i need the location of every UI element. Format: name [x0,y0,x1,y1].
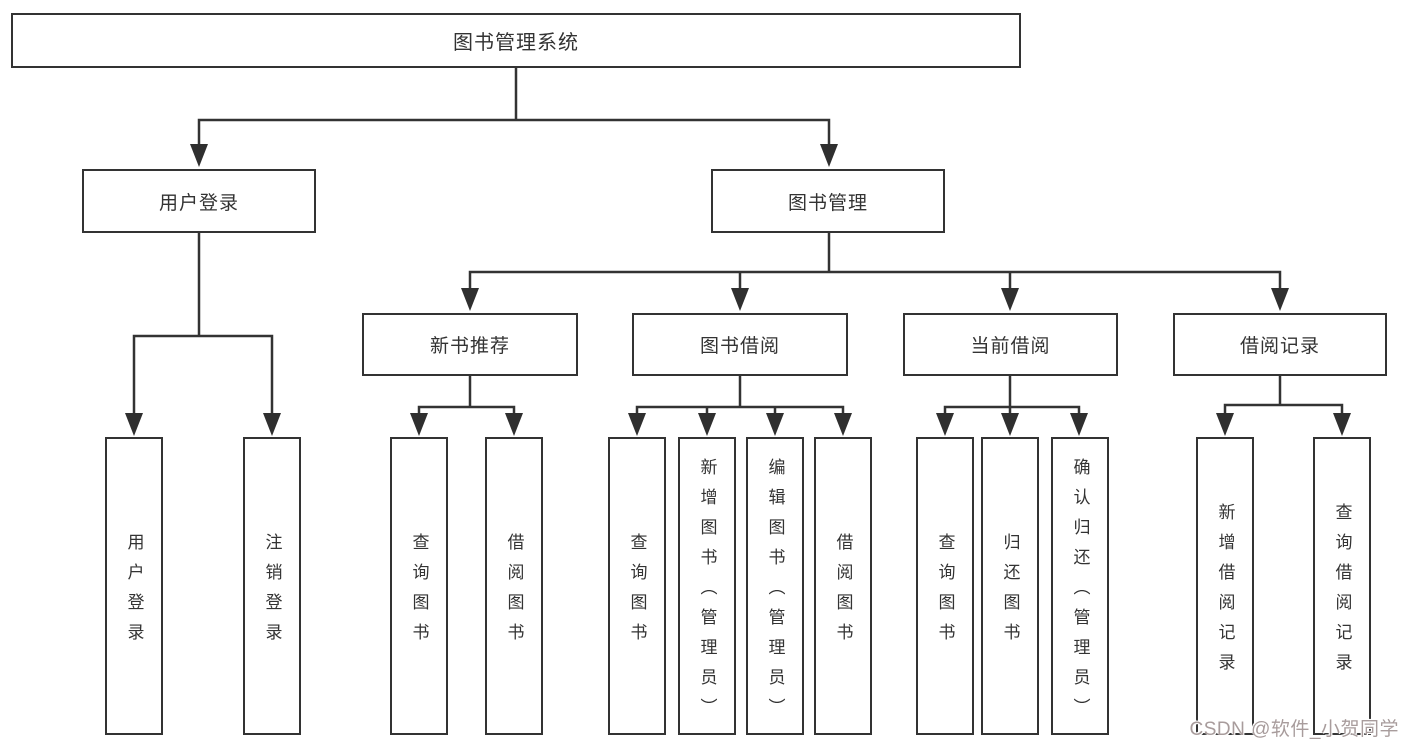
node-label: 用户登录 [158,192,239,214]
arrowheads [125,144,1351,436]
leaf-borrow-books-newrec: 借阅图书 [485,437,543,735]
arrowhead [125,413,143,436]
node-label: 查询借阅记录 [1332,502,1352,683]
arrowhead [628,413,646,436]
leaf-return-books: 归还图书 [981,437,1039,735]
arrowhead [1001,413,1019,436]
arrowhead [1001,288,1019,311]
node-label: 查询图书 [935,532,955,653]
arrowhead [1333,413,1351,436]
leaf-query-books-newrec: 查询图书 [390,437,448,735]
leaf-edit-books-admin: 编辑图书（管理员） [746,437,804,735]
arrowhead [698,413,716,436]
node-book-management: 图书管理 [711,169,945,233]
node-label: 确认归还（管理员） [1070,457,1090,728]
arrowhead [263,413,281,436]
node-label: 借阅图书 [504,532,524,653]
arrowhead [936,413,954,436]
arrowhead [190,144,208,167]
arrowhead [1271,288,1289,311]
arrowhead [766,413,784,436]
leaf-query-books-borrow: 查询图书 [608,437,666,735]
csdn-watermark: CSDN @软件_小贺同学 [1189,719,1399,740]
arrowhead [461,288,479,311]
node-label: 查询图书 [627,532,647,653]
node-label: 当前借阅 [970,336,1051,357]
node-label: 图书管理系统 [453,32,579,54]
leaf-add-books-admin: 新增图书（管理员） [678,437,736,735]
arrowhead [731,288,749,311]
arrowhead [410,413,428,436]
node-label: 图书借阅 [699,336,780,357]
arrowhead [820,144,838,167]
node-label: 查询图书 [409,532,429,653]
node-label: 注销登录 [262,532,282,653]
leaf-user-login: 用户登录 [105,437,163,735]
leaf-query-books-current: 查询图书 [916,437,974,735]
node-library-management-system: 图书管理系统 [11,13,1021,68]
node-label: 编辑图书（管理员） [765,457,785,728]
node-book-borrowing: 图书借阅 [632,313,848,376]
node-label: 借阅图书 [833,532,853,653]
arrowhead [834,413,852,436]
node-label: 新书推荐 [429,336,510,357]
node-user-login: 用户登录 [82,169,316,233]
leaf-query-borrow-record: 查询借阅记录 [1313,437,1371,735]
node-label: 借阅记录 [1239,336,1320,357]
arrowhead [1216,413,1234,436]
node-label: 归还图书 [1000,532,1020,653]
node-label: 新增图书（管理员） [697,457,717,728]
leaf-add-borrow-record: 新增借阅记录 [1196,437,1254,735]
arrowhead [1070,413,1088,436]
node-borrowing-records: 借阅记录 [1173,313,1387,376]
leaf-confirm-return-admin: 确认归还（管理员） [1051,437,1109,735]
leaf-logout: 注销登录 [243,437,301,735]
node-new-book-recommendation: 新书推荐 [362,313,578,376]
connector-paths [132,68,1344,415]
node-label: 图书管理 [787,192,868,214]
leaf-borrow-books: 借阅图书 [814,437,872,735]
arrowhead [505,413,523,436]
node-current-borrowing: 当前借阅 [903,313,1118,376]
node-label: 用户登录 [124,532,144,653]
node-label: 新增借阅记录 [1215,502,1235,683]
